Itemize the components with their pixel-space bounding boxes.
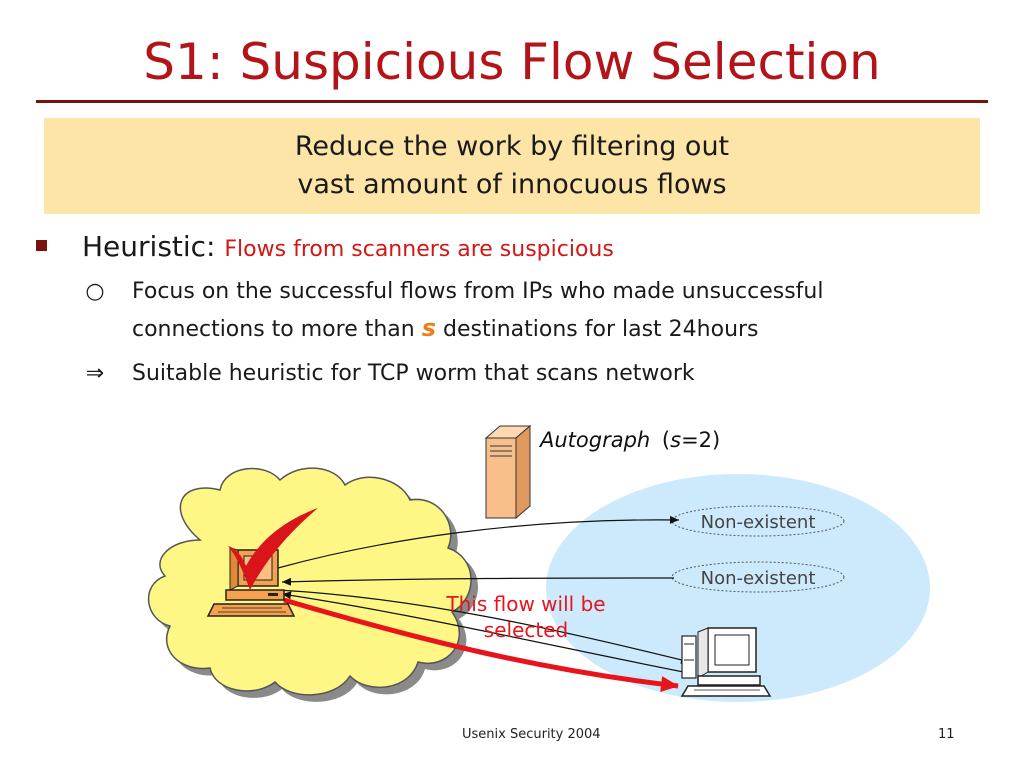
callout-line-2: vast amount of innocuous flows [297,169,727,200]
flow-note-line-1: This flow will be [445,592,605,616]
sub-bullet-line-1: Focus on the successful flows from IPs w… [132,279,824,304]
live-host-computer-icon [680,627,772,697]
flow-from-live-host [281,591,695,675]
footer-page-number: 11 [938,727,955,742]
callout-line-1: Reduce the work by filtering out [294,131,730,162]
callout-box: Reduce the work by filtering out vast am… [44,118,980,214]
non-existent-host-1-outline [671,505,845,537]
flow-from-non-existent-2 [281,577,675,586]
flow-to-non-existent-1 [277,515,680,569]
non-existent-host-2-outline [671,561,845,593]
s-variable: s [421,314,437,342]
implication-text: Suitable heuristic for TCP worm that sca… [132,361,695,386]
sub-bullet-line-2-before: connections to more than [132,317,415,342]
target-network-region [546,474,930,702]
sub-bullet-line-2: connections to more than s destinations … [132,310,992,348]
title-underline [36,100,988,103]
non-existent-host-1: Non-existent [701,512,816,533]
sub-bullet-text: Focus on the successful flows from IPs w… [132,274,992,348]
autograph-server-icon [484,424,532,520]
non-existent-host-2: Non-existent [701,568,816,589]
scanner-cloud [148,467,479,702]
checkmark-icon [228,508,318,590]
flow-note-line-2: selected [484,618,568,642]
autograph-label: Autograph (s=2) [538,428,720,452]
bullet-highlight: Flows from scanners are suspicious [224,237,614,262]
implies-arrow-icon: ⇒ [85,361,105,386]
slide-title: S1: Suspicious Flow Selection [143,33,881,91]
square-bullet-icon [36,240,47,251]
footer-venue: Usenix Security 2004 [462,727,601,742]
bullet-text: Heuristic: Flows from scanners are suspi… [82,228,614,269]
bullet-label: Heuristic: [82,230,216,263]
sub-bullet-line-2-after: destinations for last 24hours [443,317,759,342]
selected-flow-arrow [283,597,679,692]
circle-bullet-icon: ○ [85,279,105,304]
flow-to-live-host [277,589,691,664]
